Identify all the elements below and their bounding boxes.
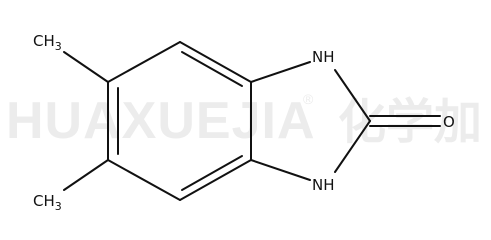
imidazolone-ring — [250, 61, 371, 181]
double-bond-inner — [181, 155, 243, 191]
watermark-registered: ® — [303, 91, 314, 107]
double-bond-inner — [181, 51, 243, 87]
bond — [250, 61, 311, 83]
nh-label-top: NH — [312, 48, 335, 66]
methyl-bond-bottom — [63, 159, 109, 191]
watermark-latin: HUAXUEJIA — [6, 92, 316, 150]
bond — [334, 69, 371, 122]
bond — [179, 159, 252, 201]
nh-label-bottom: NH — [312, 176, 335, 194]
watermark: HUAXUEJIA ® 化学加 — [6, 91, 482, 150]
watermark-cjk: 化学加 — [338, 94, 482, 150]
bond — [334, 120, 371, 173]
bond — [250, 159, 311, 181]
methyl-label-top: CH3 — [33, 32, 62, 53]
bond — [107, 41, 181, 83]
methyl-label-bottom: CH3 — [33, 192, 62, 213]
methyl-bond-top — [63, 51, 109, 83]
benzene-ring — [107, 41, 252, 201]
oxygen-label: O — [443, 113, 455, 131]
bond — [179, 41, 252, 83]
bond — [107, 159, 181, 201]
